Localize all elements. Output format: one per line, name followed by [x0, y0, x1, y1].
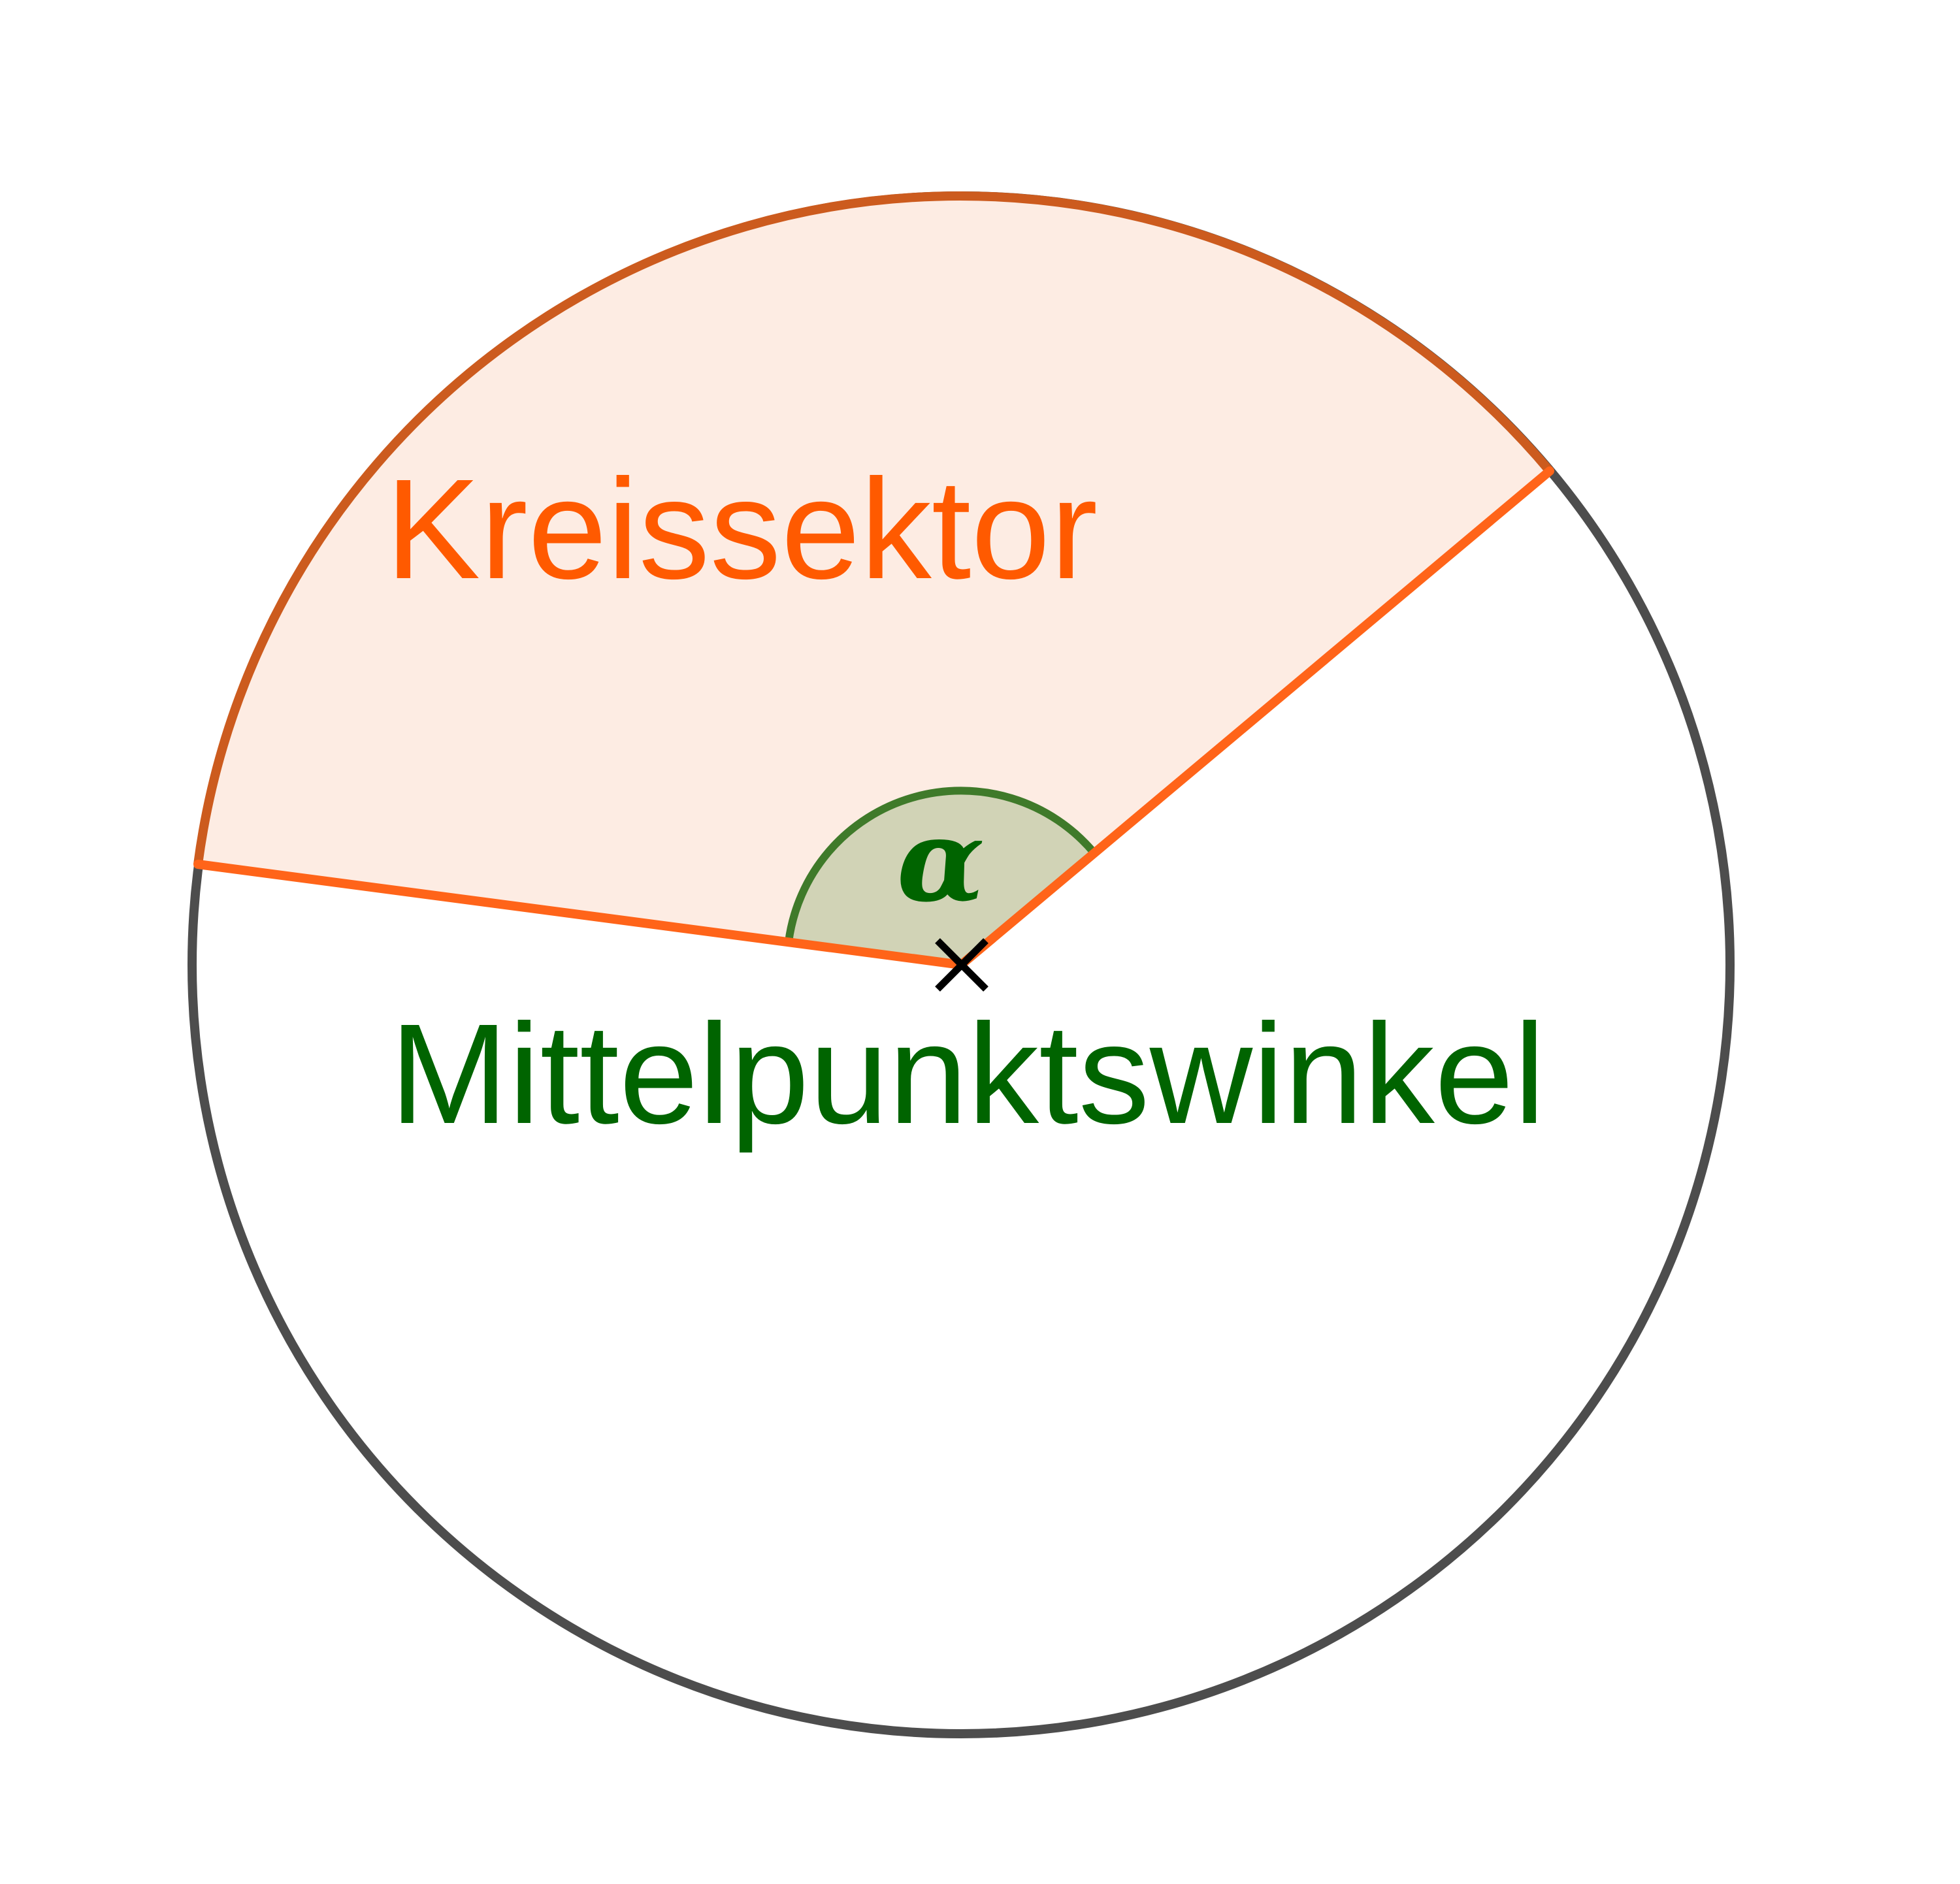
center-angle-marker: [789, 790, 1094, 965]
angle-symbol: α: [897, 794, 985, 928]
sector-radius-left: [193, 860, 966, 969]
center-angle-label: Mittelpunktswinkel: [390, 995, 1546, 1154]
sector-arc: [193, 191, 1554, 865]
sector-label: Kreissektor: [385, 450, 1098, 609]
center-angle-arc: [785, 787, 1098, 943]
center-point-marker: [935, 938, 988, 992]
sector-radius-right: [956, 466, 1554, 969]
sector-fill: [198, 195, 1550, 966]
